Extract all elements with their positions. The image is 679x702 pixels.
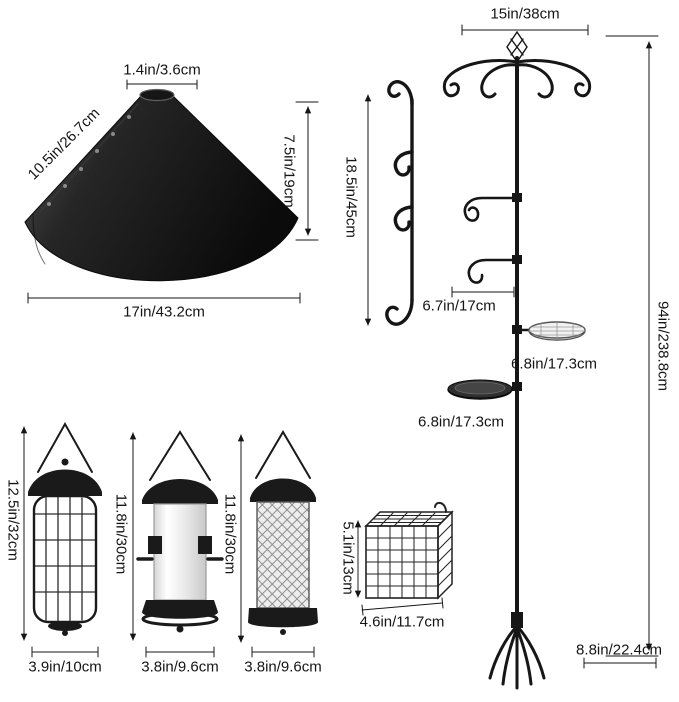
bracket-length-dimension: 18.5in/45cm [342,156,360,238]
baffle-edge-seam [32,213,46,265]
feeder-2-height-dimension: 11.8in/30cm [112,493,130,575]
feeder-2-figure [129,430,224,658]
top-hanger-hooks [442,59,592,99]
baffle-opening-dimension: 1.4in/3.6cm [123,61,201,79]
feeder-2-port-right [198,536,212,554]
five-prong-base [488,612,546,690]
pole-clamp [512,193,522,202]
suet-width-dim-line [361,597,444,616]
baffle-height-dim-line [295,101,319,241]
baffle-rivets [47,115,131,206]
feeder-3-hanger-wire [255,430,311,479]
station-top-width-dimension: 15in/38cm [490,5,560,23]
baffle-top-opening-dim-line [126,79,198,90]
feeder-3-width-dim-line [251,646,315,658]
prong-dim-line [583,657,657,669]
suet-cage-figure [354,501,454,616]
suet-height-dimension: 5.1in/13cm [339,521,357,595]
seed-tray [447,379,522,400]
side-hook-arms [463,196,519,284]
feeder-2-width-dim-line [145,646,215,658]
station-figure [442,24,659,690]
feeder-3-cap [250,478,316,502]
feeder-2-width-dimension: 3.8in/9.6cm [141,658,219,676]
feeder-1-figure [20,421,102,658]
suet-width-dimension: 4.6in/11.7cm [359,613,445,631]
feeder-1-width-dimension: 3.9in/10cm [28,658,102,676]
feeder-3-height-dimension: 11.8in/30cm [221,493,239,575]
feeder-1-height-dimension: 12.5in/32cm [4,479,22,561]
feeder-2-hanger-wire [149,430,211,481]
station-top-width-dim-line [461,24,589,36]
bracket-rod-and-hooks [385,80,414,326]
feeder-2-cap [142,479,218,504]
baffle-figure [24,79,319,304]
baffle-top-hole [139,88,175,102]
mesh-tray-dimension: 6.8in/17.3cm [511,355,597,373]
feeder-2-port-left [148,536,162,554]
feeder-1-cage-outline [32,494,98,624]
station-height-dim-ticks [605,35,659,657]
prong-dimension: 8.8in/22.4cm [576,641,662,659]
baffle-cone [24,95,299,282]
suet-cage-hook [434,501,447,513]
feeder-3-base [248,608,318,628]
feeder-3-width-dimension: 3.8in/9.6cm [244,658,322,676]
feeder-1-wires [33,496,97,622]
feeder-1-cap [28,469,102,496]
mesh-tray [512,321,586,341]
feeder-2-perch-ring [141,611,219,627]
baffle-height-dimension: 7.5in/19cm [280,134,298,208]
baffle-diameter-dim-line [27,292,301,304]
pole-clamp [512,255,522,264]
station-height-dimension: 94in/238.8cm [654,300,672,392]
feeder-3-figure [237,430,318,658]
baffle-seam [39,103,139,213]
seed-tray-dimension: 6.8in/17.3cm [418,413,504,431]
hook-arm-dim-line [451,286,515,298]
feeder-1-hanger-wire [37,421,93,473]
hook-arm-dimension: 6.7in/17cm [422,297,496,315]
hanging-bracket-figure [364,80,414,326]
feeder-1-width-dim-line [31,646,99,658]
baffle-diameter-dimension: 17in/43.2cm [123,303,205,321]
